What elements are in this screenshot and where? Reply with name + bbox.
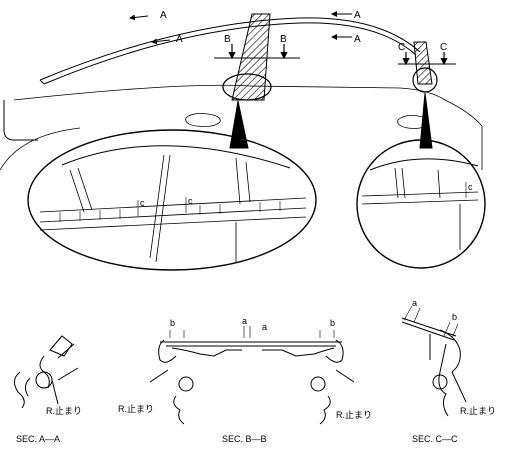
marker-a4: A — [354, 34, 361, 45]
callout-wedge-c — [419, 92, 433, 149]
callout-wedge-b — [229, 100, 249, 149]
r-label-b2: R.止まり — [336, 409, 372, 420]
caption-sec-b: SEC. B—B — [222, 434, 267, 444]
dim-b-right: b — [330, 318, 335, 328]
marker-b2: B — [280, 34, 287, 45]
r-label-c: R.止まり — [460, 405, 496, 416]
dim-a-c: a — [412, 298, 417, 308]
dim-a-top: a — [242, 316, 247, 326]
clearance-label-2: c — [188, 196, 193, 206]
door-handle-left — [185, 113, 221, 127]
caption-sec-a: SEC. A—A — [16, 434, 60, 444]
zoom-area-b — [222, 73, 272, 101]
dim-b-c: b — [452, 312, 457, 322]
car-body — [3, 100, 38, 141]
marker-b1: B — [224, 34, 231, 45]
section-b-drawing — [149, 326, 355, 425]
dim-b-left: b — [170, 318, 175, 328]
roof-glass-line — [13, 84, 446, 101]
r-label-a: R.止まり — [46, 405, 82, 416]
marker-c1: C — [398, 42, 405, 53]
section-markers — [129, 11, 456, 66]
zoom-area-c — [412, 67, 438, 93]
marker-c2: C — [440, 42, 447, 53]
car-overview — [0, 13, 483, 171]
b-pillar — [231, 13, 271, 101]
marker-a1: A — [160, 10, 167, 21]
caption-sec-c: SEC. C—C — [412, 434, 458, 444]
r-label-b1: R.止まり — [118, 403, 154, 414]
clearance-label-1: c — [140, 198, 145, 208]
c-pillar — [413, 41, 433, 85]
section-a-drawing — [14, 335, 79, 409]
dim-a-right: a — [262, 322, 267, 332]
marker-a3: A — [354, 10, 361, 21]
detail-c-zoom — [356, 139, 486, 269]
section-c-drawing — [401, 305, 467, 417]
clearance-label-3: c — [468, 182, 473, 192]
roof-molding — [39, 17, 421, 81]
marker-a2: A — [176, 34, 183, 45]
detail-b-zoom — [27, 129, 317, 271]
